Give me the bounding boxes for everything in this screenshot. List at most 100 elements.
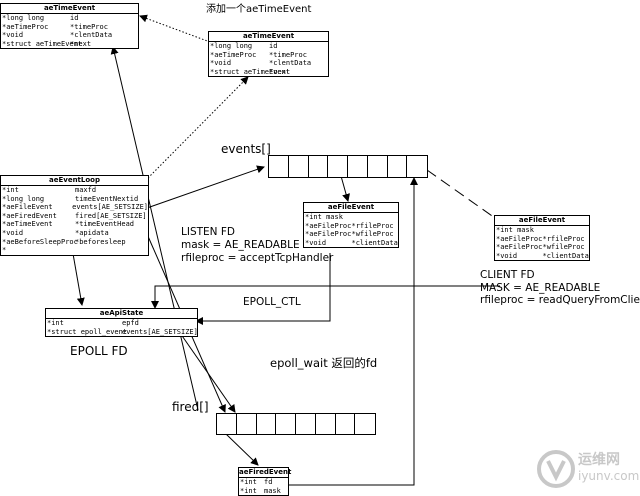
fired-cell xyxy=(336,414,356,434)
field-type: *void xyxy=(305,238,327,247)
listen-proc-label: rfileproc = acceptTcpHandler xyxy=(181,252,334,264)
field-type: *int xyxy=(240,478,257,486)
file-event-1-row: *void *clientData xyxy=(304,239,398,248)
listen-mask-label: mask = AE_READABLE xyxy=(181,239,300,251)
field-type: *int mask xyxy=(496,226,534,234)
event-loop-title: aeEventLoop xyxy=(1,176,148,186)
event-loop-row: *aeFiredEvent fired[AE_SETSIZE] xyxy=(1,212,148,221)
time-event-1-title: aeTimeEvent xyxy=(1,4,138,14)
field-name: *timeEventHead xyxy=(75,220,135,229)
field-type: *aeTimeEvent xyxy=(2,220,53,229)
event-loop-row: *aeTimeEvent *timeEventHead xyxy=(1,220,148,229)
field-type: *aeFileProc xyxy=(305,230,352,239)
field-name: *clentData xyxy=(269,59,312,68)
field-type: *struct epoll_event xyxy=(47,327,128,336)
arrow-loop-to-time-event-1 xyxy=(110,46,199,411)
api-state-title: aeApiState xyxy=(46,309,197,319)
file-event-2-row: *int mask xyxy=(495,226,589,235)
client-fd-label: CLIENT FD xyxy=(480,269,535,281)
field-name: *next xyxy=(269,67,291,76)
time-event-1-row: *void*clentData xyxy=(1,31,138,40)
field-name: *clentData xyxy=(70,31,113,40)
field-name: *timeProc xyxy=(70,22,108,31)
arrow-fired-to-fired-event xyxy=(225,433,259,466)
field-type: *aeTimeProc xyxy=(2,22,49,31)
events-cell xyxy=(269,156,289,177)
events-cell xyxy=(328,156,348,177)
field-name: *wfileProc xyxy=(542,243,585,252)
time-event-2-row: *struct aeTimeEvent*next xyxy=(209,68,328,77)
epoll-fd-label: EPOLL FD xyxy=(70,344,128,358)
field-name: *clientData xyxy=(351,238,398,247)
arrow-next-to-time-event-1 xyxy=(139,14,211,43)
fired-cell xyxy=(316,414,336,434)
file-event-1-title: aeFileEvent xyxy=(304,203,398,213)
arrow-listen-epoll-ctl xyxy=(195,253,331,325)
fired-event-title: aeFiredEvent xyxy=(239,468,292,478)
watermark-brand: 运维网 xyxy=(578,452,620,468)
field-name: *next xyxy=(70,39,92,48)
arrow-loop-to-api-state xyxy=(71,247,85,306)
field-type: *aeFileProc xyxy=(496,234,543,243)
field-type: *aeBeforeSleepProc xyxy=(2,237,78,246)
epoll-wait-label: epoll_wait 返回的fd xyxy=(270,356,378,370)
caption-add-time-event: 添加一个aeTimeEvent xyxy=(206,4,312,15)
field-type: *long long xyxy=(2,14,45,22)
file-event-box-1: aeFileEvent *int mask *aeFileProc*rfileP… xyxy=(303,202,399,249)
events-cell xyxy=(309,156,329,177)
events-cell xyxy=(368,156,388,177)
watermark-url: iyunv.com xyxy=(578,469,640,483)
file-event-box-2: aeFileEvent *int mask *aeFileProc*rfileP… xyxy=(494,215,590,262)
event-loop-row: * xyxy=(1,246,148,255)
time-event-2-row: *void *clentData xyxy=(209,59,328,68)
fired-cell xyxy=(257,414,277,434)
listen-fd-label: LISTEN FD xyxy=(181,226,235,238)
fired-event-row: *int fd xyxy=(239,478,288,487)
field-name: *beforesleep xyxy=(75,237,126,246)
field-name: timeEventNextid xyxy=(75,194,139,203)
field-type: * xyxy=(2,246,7,255)
events-cell xyxy=(289,156,309,177)
arrow-fired-event-to-events xyxy=(287,177,418,486)
fired-cell xyxy=(276,414,296,434)
client-mask-label: MASK = AE_READABLE xyxy=(480,281,601,294)
field-type: *void xyxy=(210,59,232,68)
field-name: *timeProc xyxy=(269,50,307,59)
events-array-label: events[] xyxy=(221,142,271,156)
time-event-2-row: *aeTimeProc*timeProc xyxy=(209,51,328,60)
file-event-1-row: *aeFileProc*rfileProc xyxy=(304,222,398,231)
fired-cell xyxy=(237,414,257,434)
field-name: fired[AE_SETSIZE] xyxy=(75,211,147,220)
field-type: *int xyxy=(47,319,64,327)
field-type: *int mask xyxy=(305,213,343,221)
field-name: fd xyxy=(264,478,273,486)
client-proc-label: rfileproc = readQueryFromClient xyxy=(480,294,640,306)
file-event-2-row: *aeFileProc*wfileProc xyxy=(495,243,589,252)
field-type: *aeFileProc xyxy=(496,243,543,252)
field-type: *aeFiredEvent xyxy=(2,211,57,220)
field-name: *apidata xyxy=(75,228,109,237)
time-event-2-title: aeTimeEvent xyxy=(209,32,328,42)
fired-cell xyxy=(296,414,316,434)
field-type: *aeFileProc xyxy=(305,221,352,230)
fired-cell xyxy=(217,414,237,434)
fired-cell xyxy=(355,414,375,434)
epoll-ctl-label: EPOLL_CTL xyxy=(243,296,301,308)
fired-array xyxy=(216,413,376,435)
event-loop-row: *void*apidata xyxy=(1,229,148,238)
time-event-1-row: *aeTimeProc *timeProc xyxy=(1,23,138,32)
watermark-logo-icon xyxy=(537,450,575,488)
field-name: mask xyxy=(264,486,281,495)
arrow-loop-to-time-event-2 xyxy=(147,76,249,179)
field-type: *int xyxy=(2,186,19,194)
field-type: *long long xyxy=(210,42,253,50)
file-event-2-title: aeFileEvent xyxy=(495,216,589,226)
field-type: *void xyxy=(496,251,518,260)
